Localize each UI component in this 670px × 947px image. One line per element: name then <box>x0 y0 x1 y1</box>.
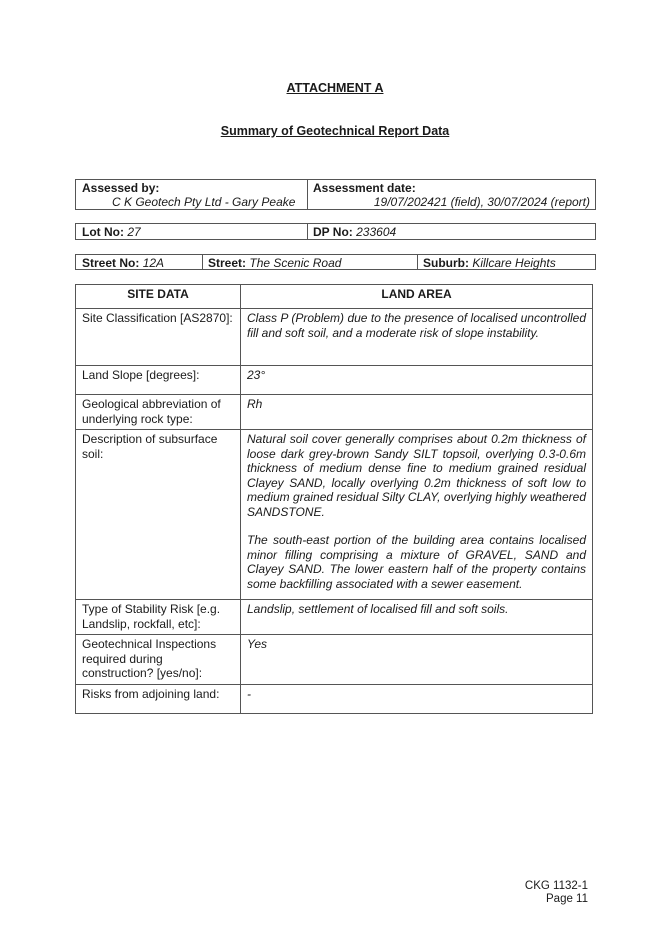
lot-box: Lot No: 27 DP No: 233604 <box>75 223 596 240</box>
row-label: Geological abbreviation of underlying ro… <box>75 394 241 430</box>
address-box: Street No: 12A Street: The Scenic Road S… <box>75 254 596 270</box>
table-row: Geotechnical Inspections required during… <box>75 634 593 685</box>
table-row: Risks from adjoining land: - <box>75 683 593 714</box>
suburb-label: Suburb: <box>423 256 469 270</box>
street-field: Street: The Scenic Road <box>208 256 341 270</box>
table-row: Type of Stability Risk [e.g. Landslip, r… <box>75 599 593 635</box>
row-label: Land Slope [degrees]: <box>75 365 241 395</box>
street-label: Street: <box>208 256 247 270</box>
divider <box>417 255 418 269</box>
dp-label: DP No: <box>313 225 353 239</box>
row-value: Natural soil cover generally comprises a… <box>240 429 593 600</box>
assessment-box: Assessed by: C K Geotech Pty Ltd - Gary … <box>75 179 596 210</box>
assessment-date-value: 19/07/202421 (field), 30/07/2024 (report… <box>373 195 590 209</box>
dp-value: 233604 <box>356 225 397 239</box>
site-data-header: SITE DATA <box>75 284 241 309</box>
row-value: Yes <box>240 634 593 685</box>
document-reference: CKG 1132-1 <box>524 880 588 892</box>
lot-label: Lot No: <box>82 225 124 239</box>
row-label: Geotechnical Inspections required during… <box>75 634 241 685</box>
street-value: The Scenic Road <box>249 256 342 270</box>
street-no-value: 12A <box>142 256 165 270</box>
row-value: Class P (Problem) due to the presence of… <box>240 308 593 366</box>
row-value: Landslip, settlement of localised fill a… <box>240 599 593 635</box>
lot-field: Lot No: 27 <box>82 225 141 239</box>
table-header-row: SITE DATA LAND AREA <box>75 284 593 309</box>
row-label: Description of subsurface soil: <box>75 429 241 600</box>
street-no-label: Street No: <box>82 256 140 270</box>
suburb-value: Killcare Heights <box>472 256 556 270</box>
row-label: Site Classification [AS2870]: <box>75 308 241 366</box>
street-no-field: Street No: 12A <box>82 256 164 270</box>
divider <box>202 255 203 269</box>
table-row: Geological abbreviation of underlying ro… <box>75 394 593 430</box>
row-value: Rh <box>240 394 593 430</box>
summary-heading: Summary of Geotechnical Report Data <box>220 124 450 138</box>
table-row: Land Slope [degrees]: 23° <box>75 365 593 395</box>
row-label: Type of Stability Risk [e.g. Landslip, r… <box>75 599 241 635</box>
land-area-header: LAND AREA <box>240 284 593 309</box>
assessed-by-value: C K Geotech Pty Ltd - Gary Peake <box>112 195 296 209</box>
divider <box>307 180 308 209</box>
row-value: - <box>240 683 593 714</box>
table-row: Site Classification [AS2870]: Class P (P… <box>75 308 593 366</box>
lot-value: 27 <box>127 225 141 239</box>
assessment-date-label: Assessment date: <box>313 181 416 195</box>
suburb-field: Suburb: Killcare Heights <box>423 256 556 270</box>
divider <box>307 224 308 239</box>
dp-field: DP No: 233604 <box>313 225 396 239</box>
page-number: Page 11 <box>546 893 588 905</box>
attachment-heading: ATTACHMENT A <box>286 81 384 95</box>
row-value: 23° <box>240 365 593 395</box>
site-data-table: SITE DATA LAND AREA Site Classification … <box>75 284 593 714</box>
assessed-by-label: Assessed by: <box>82 181 160 195</box>
table-row: Description of subsurface soil: Natural … <box>75 429 593 600</box>
row-label: Risks from adjoining land: <box>75 683 241 714</box>
